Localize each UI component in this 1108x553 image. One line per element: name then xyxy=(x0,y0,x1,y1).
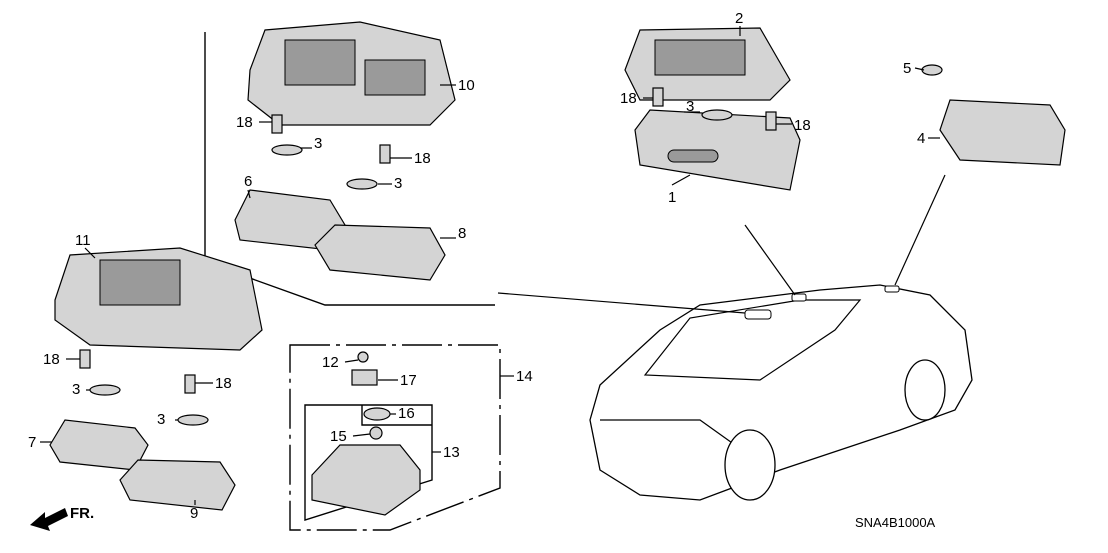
callout-3: 3 xyxy=(686,98,694,115)
group-frame-upper xyxy=(204,32,495,306)
part-15-clip[interactable] xyxy=(369,426,383,440)
bolt-18 xyxy=(184,374,196,394)
part-7-frame[interactable] xyxy=(49,419,149,471)
part-2-lamp-base[interactable] xyxy=(624,27,791,101)
callout-3: 3 xyxy=(72,381,80,398)
callout-3: 3 xyxy=(394,175,402,192)
bolt-18 xyxy=(765,111,777,131)
callout-2: 2 xyxy=(735,10,743,27)
part-13-lamp[interactable] xyxy=(311,444,421,516)
callout-8: 8 xyxy=(458,225,466,242)
callout-leader-12 xyxy=(344,359,359,363)
callout-leader-11 xyxy=(84,247,96,259)
roof-lamp-location xyxy=(791,293,807,302)
part-4-lamp[interactable] xyxy=(939,99,1066,166)
callout-18: 18 xyxy=(236,114,253,131)
callout-4: 4 xyxy=(917,130,925,147)
callout-14: 14 xyxy=(516,368,533,385)
callout-18: 18 xyxy=(215,375,232,392)
callout-18: 18 xyxy=(43,351,60,368)
pointer-line xyxy=(497,292,746,314)
callout-10: 10 xyxy=(458,77,475,94)
callout-18: 18 xyxy=(414,150,431,167)
callout-11: 11 xyxy=(75,232,91,249)
part-9-frame[interactable] xyxy=(119,459,236,511)
callout-7: 7 xyxy=(28,434,36,451)
part-16-seal[interactable] xyxy=(363,407,391,421)
part-11-map-lamp[interactable] xyxy=(54,247,263,351)
group-frame-13 xyxy=(304,404,433,521)
group-frame-14 xyxy=(289,344,501,531)
part-5-bulb[interactable] xyxy=(921,64,943,76)
callout-leader-5 xyxy=(914,67,925,71)
callout-1: 1 xyxy=(668,189,676,206)
callout-leader-6 xyxy=(247,189,251,199)
vehicle-outline xyxy=(589,284,973,501)
part-1-lens[interactable] xyxy=(634,109,801,191)
bolt-18 xyxy=(79,349,91,369)
callout-16: 16 xyxy=(398,405,415,422)
bolt-18 xyxy=(271,114,283,134)
part-10-map-lamp[interactable] xyxy=(247,21,456,126)
diagram-code: SNA4B1000A xyxy=(855,515,936,530)
callout-3: 3 xyxy=(157,411,165,428)
bulb-3 xyxy=(271,144,303,156)
pointer-line xyxy=(744,224,796,296)
bulb-3 xyxy=(177,414,209,426)
group-frame-16 xyxy=(361,405,432,426)
callout-15: 15 xyxy=(330,428,347,445)
callout-9: 9 xyxy=(190,505,198,522)
callout-17: 17 xyxy=(400,372,417,389)
bulb-3 xyxy=(701,109,733,121)
part-17-switch[interactable] xyxy=(351,369,378,386)
bulb-3 xyxy=(346,178,378,190)
front-direction-arrow-icon: FR. xyxy=(30,505,94,531)
callout-5: 5 xyxy=(903,60,911,77)
callout-leader-15 xyxy=(352,433,371,437)
bolt-18 xyxy=(379,144,391,164)
roof-lamp-location xyxy=(884,285,900,293)
callout-12: 12 xyxy=(322,354,339,371)
callout-leader-1 xyxy=(671,174,691,186)
bulb-3 xyxy=(89,384,121,396)
roof-lamp-location xyxy=(744,309,772,320)
direction-label: FR. xyxy=(70,505,94,522)
callout-3: 3 xyxy=(314,135,322,152)
bolt-18 xyxy=(652,87,664,107)
callout-13: 13 xyxy=(443,444,460,461)
callout-18: 18 xyxy=(620,90,637,107)
callout-6: 6 xyxy=(244,173,252,190)
pointer-line xyxy=(894,174,946,286)
part-8-frame[interactable] xyxy=(314,224,446,281)
part-12-screw[interactable] xyxy=(357,351,369,363)
callout-18: 18 xyxy=(794,117,811,134)
